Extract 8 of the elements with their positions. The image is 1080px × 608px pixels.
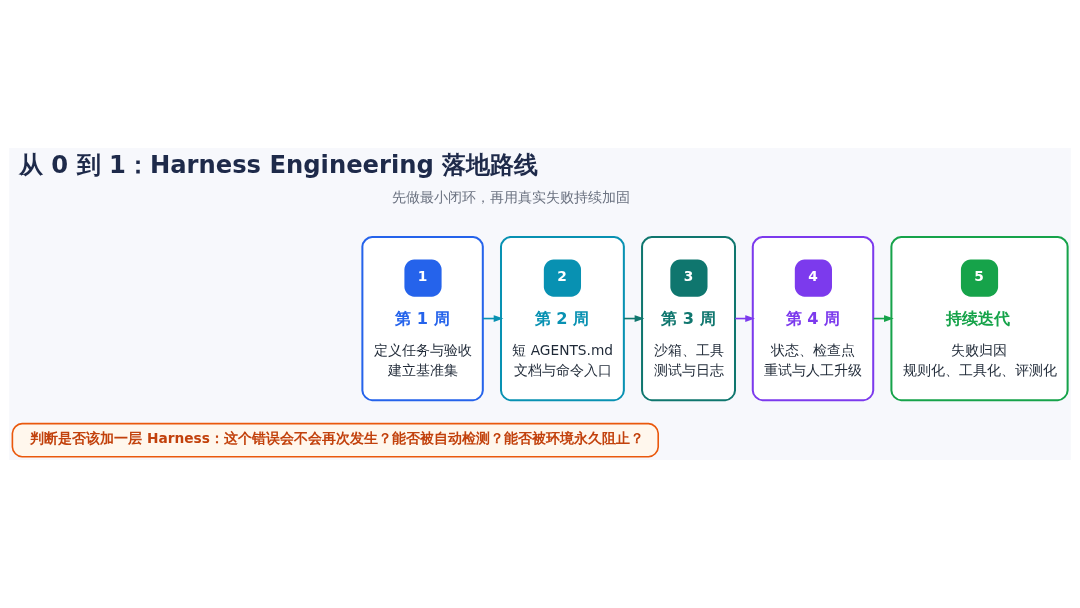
- node-box: 2 第 2 周 短 AGENTS.md 文档与命令入口: [500, 235, 625, 402]
- node-box: 1 第 1 周 定义任务与验收 建立基准集: [361, 235, 484, 402]
- node-box: 判断是否该加一层 Harness：这个错误会不会再次发生？能否被自动检测？能否被环境永久阻止？: [11, 422, 659, 458]
- node-box: 5 持续迭代 失败归因 规则化、工具化、评测化: [890, 235, 1069, 402]
- label: 先做最小闭环，再用真实失败持续加固: [392, 189, 631, 206]
- node-box: 4 第 4 周 状态、检查点 重试与人工升级: [751, 235, 875, 402]
- diagram-title: 从 0 到 1：Harness Engineering 落地路线: [18, 150, 539, 180]
- node-box: 3 第 3 周 沙箱、工具 测试与日志: [641, 235, 736, 402]
